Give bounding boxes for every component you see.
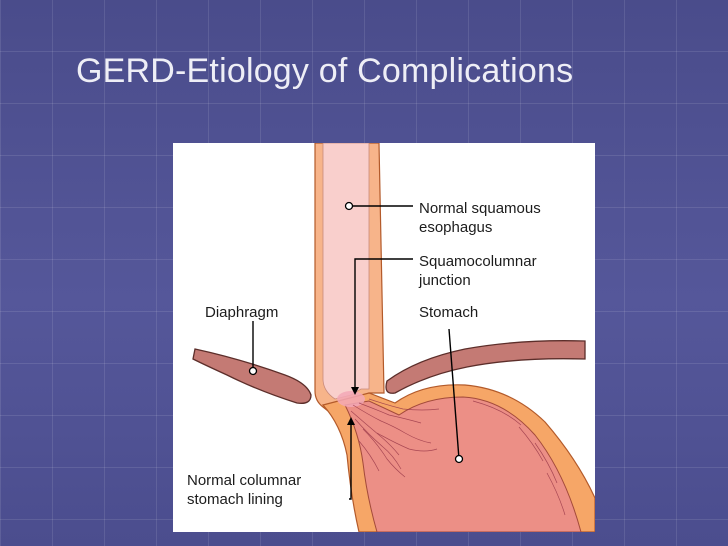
gerd-anatomy-illustration bbox=[192, 143, 595, 532]
leader-stomach bbox=[448, 328, 460, 460]
label-normal-columnar-2: stomach lining bbox=[187, 491, 283, 508]
arrow-normal-columnar bbox=[347, 417, 355, 425]
squamocolumnar-junction-zone bbox=[337, 391, 365, 407]
dot-stomach bbox=[454, 454, 464, 464]
arrowheads bbox=[347, 387, 359, 425]
dot-normal-squamous bbox=[344, 201, 354, 211]
gastric-folds bbox=[350, 398, 566, 516]
label-normal-squamous-1: Normal squamous bbox=[419, 200, 541, 217]
label-squamocolumnar-2: junction bbox=[419, 272, 471, 289]
stomach-lining bbox=[344, 396, 582, 532]
diaphragm-left bbox=[192, 348, 312, 404]
esophagus-lumen bbox=[322, 143, 370, 400]
label-diaphragm: Diaphragm bbox=[205, 304, 279, 321]
arrow-squamocolumnar bbox=[351, 387, 359, 395]
slide-title: GERD-Etiology of Complications bbox=[76, 52, 574, 90]
diagram-panel: Normal squamous esophagus Squamocolumnar… bbox=[173, 143, 595, 532]
dot-diaphragm bbox=[248, 366, 258, 376]
diaphragm-right bbox=[385, 340, 586, 394]
label-stomach: Stomach bbox=[419, 304, 479, 321]
leader-lines bbox=[252, 205, 460, 500]
pointer-dots bbox=[248, 201, 464, 464]
leader-squamocolumnar bbox=[354, 258, 413, 391]
label-normal-squamous-2: esophagus bbox=[419, 219, 493, 236]
label-normal-columnar-1: Normal columnar bbox=[187, 472, 302, 489]
label-squamocolumnar-1: Squamocolumnar bbox=[419, 253, 537, 270]
leader-normal-columnar bbox=[349, 419, 352, 500]
